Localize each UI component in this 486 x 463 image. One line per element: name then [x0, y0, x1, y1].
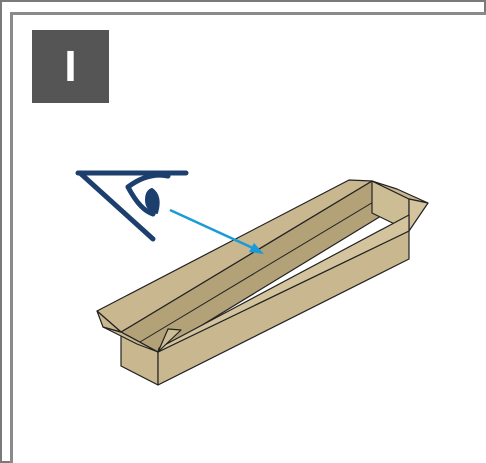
step-badge: I [32, 30, 109, 103]
view-direction-arrow [169, 208, 264, 254]
flap-left-end [157, 328, 182, 353]
flap-right-side [408, 198, 429, 232]
eye-inspect-icon [75, 170, 189, 242]
step-label: I [64, 41, 77, 91]
flap-left-top [96, 310, 122, 333]
open-long-carton [96, 179, 429, 386]
